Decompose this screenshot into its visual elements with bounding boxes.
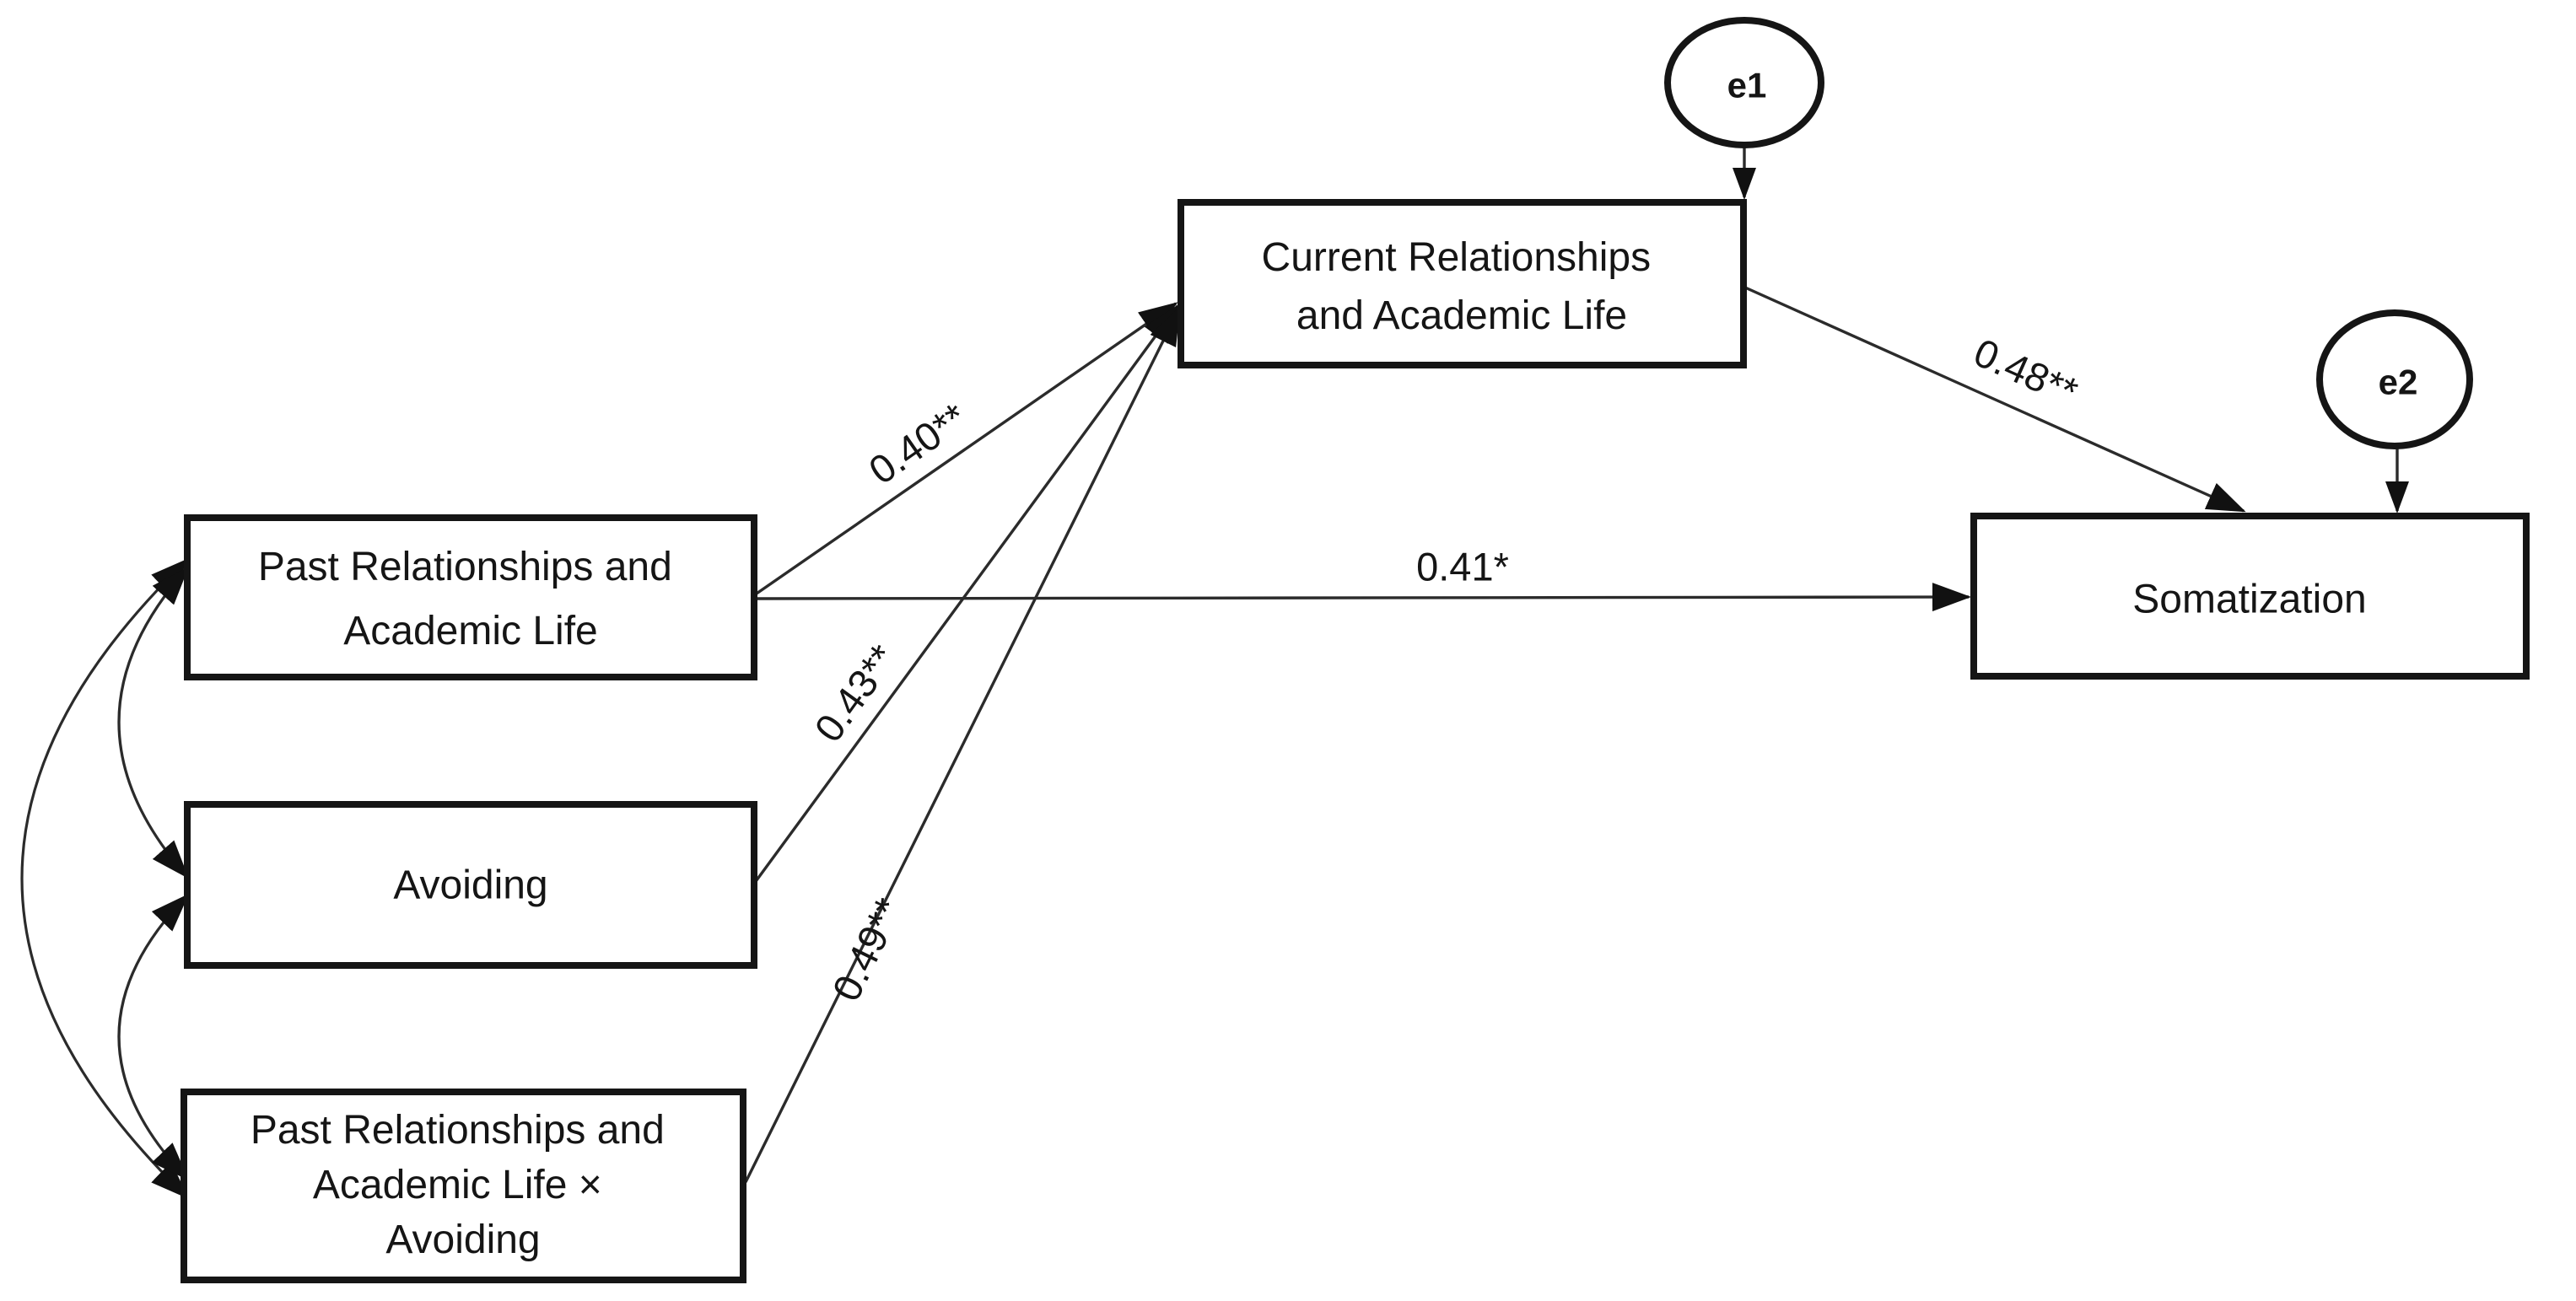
node-current-label-line2: and Academic Life xyxy=(1296,293,1627,338)
node-past-relationships-label: Past Relationships and Academic Life xyxy=(258,545,683,653)
node-past-relationships-box xyxy=(184,514,757,680)
node-past-label-line1: Past Relationships and xyxy=(258,545,672,589)
node-interaction-label-line3: Avoiding xyxy=(385,1218,540,1262)
error-term-e2-label: e2 xyxy=(2379,363,2418,402)
covariance-arrow-past-avoiding xyxy=(117,566,189,879)
coefficient-label-past-to-current: 0.40** xyxy=(860,395,974,493)
node-current-relationships-box xyxy=(1178,199,1747,368)
error-term-e1-label: e1 xyxy=(1727,66,1767,105)
covariance-arrow-past-interaction xyxy=(20,557,190,1200)
node-current-relationships-label: Current Relationships and Academic Life xyxy=(1262,235,1663,338)
node-avoiding-box xyxy=(184,801,757,969)
node-somatization-box xyxy=(1970,513,2530,680)
node-interaction-label-line1: Past Relationships and xyxy=(251,1108,665,1153)
error-term-e1-ellipse xyxy=(1664,17,1824,148)
node-interaction-label-line2: Academic Life × xyxy=(313,1163,602,1207)
coefficient-label-current-to-somatization: 0.48** xyxy=(1968,330,2085,415)
path-arrow-interaction-to-current xyxy=(744,306,1181,1183)
node-interaction-box xyxy=(181,1089,746,1283)
path-arrow-past-to-current xyxy=(753,302,1178,597)
node-somatization-label: Somatization xyxy=(2132,578,2366,622)
covariance-arrow-avoiding-interaction xyxy=(117,893,190,1181)
node-past-label-line2: Academic Life xyxy=(343,609,597,653)
node-interaction-label: Past Relationships and Academic Life × A… xyxy=(251,1108,676,1262)
error-term-e2-ellipse xyxy=(2316,309,2473,449)
path-arrow-avoiding-to-current xyxy=(752,304,1179,885)
coefficient-label-past-to-somatization: 0.41* xyxy=(1416,545,1509,589)
path-arrow-current-to-somatization xyxy=(1744,286,2246,513)
node-avoiding-label: Avoiding xyxy=(393,863,547,908)
coefficient-label-avoiding-to-current: 0.43** xyxy=(806,637,905,750)
coefficient-label-interaction-to-current: 0.49** xyxy=(823,891,911,1008)
node-current-label-line1: Current Relationships xyxy=(1262,235,1652,280)
path-arrow-past-to-somatization xyxy=(753,583,1971,612)
